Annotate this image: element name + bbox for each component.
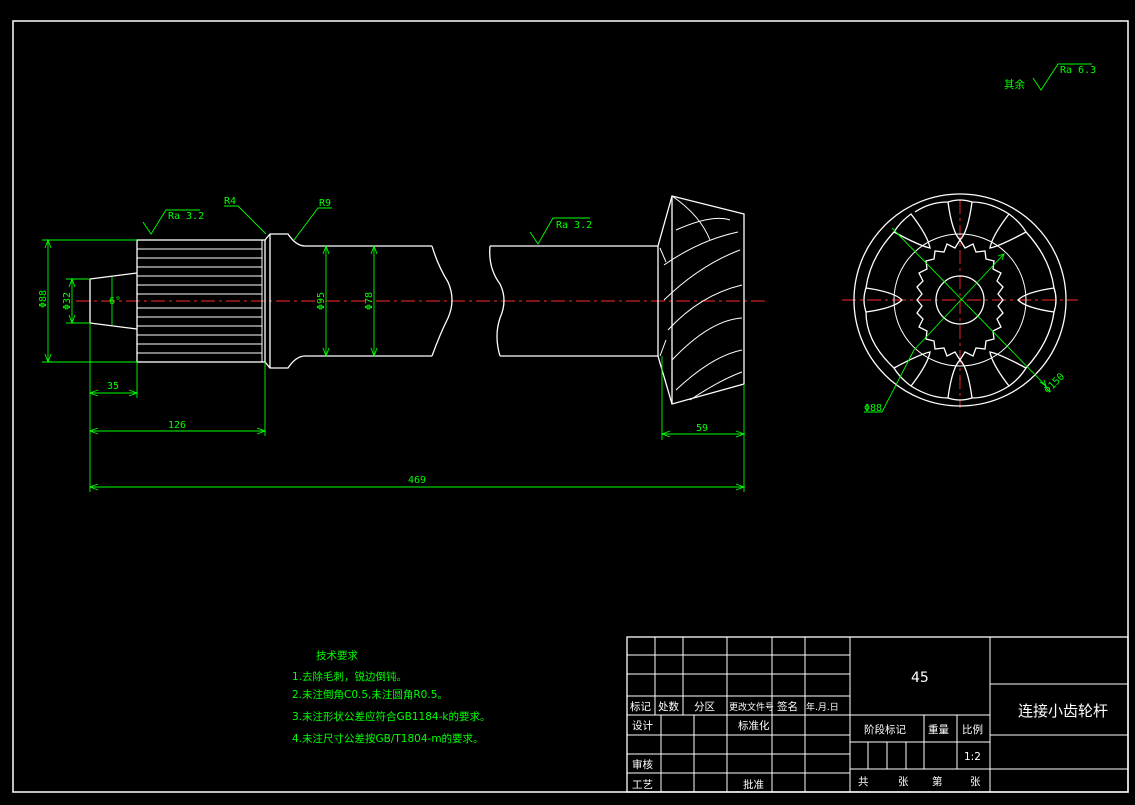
tech-req-item: 1.去除毛刺，锐边倒钝。 bbox=[292, 670, 407, 683]
total-sheets-label: 共 bbox=[858, 776, 869, 788]
shaft-side-view: Ra 3.2 Ra 3.2 R4 R9 Φ88 Φ32 bbox=[38, 195, 765, 492]
check-label: 审核 bbox=[632, 758, 653, 771]
dim-end-diameter: Φ32 bbox=[62, 277, 90, 325]
rev-header: 分区 bbox=[694, 701, 715, 713]
svg-text:Φ88: Φ88 bbox=[38, 290, 49, 308]
dim-bore-diameter: Φ88 bbox=[864, 253, 1005, 414]
tech-req-item: 3.未注形状公差应符合GB1184-k的要求。 bbox=[292, 710, 490, 723]
svg-text:35: 35 bbox=[107, 381, 119, 392]
sheet-unit: 张 bbox=[970, 776, 981, 788]
svg-text:6°: 6° bbox=[109, 296, 121, 307]
stage-mark-label: 阶段标记 bbox=[864, 723, 906, 736]
svg-text:Φ32: Φ32 bbox=[62, 292, 73, 310]
svg-text:469: 469 bbox=[408, 475, 426, 486]
tech-req-title: 技术要求 bbox=[316, 649, 358, 662]
design-label: 设计 bbox=[632, 719, 653, 732]
svg-text:Φ78: Φ78 bbox=[364, 292, 375, 310]
sheets-unit: 张 bbox=[898, 776, 909, 788]
rev-header: 更改文件号 bbox=[729, 701, 774, 713]
spline-roughness-symbol: Ra 3.2 bbox=[142, 209, 204, 235]
radius-r9: R9 bbox=[293, 198, 332, 241]
general-roughness-value: Ra 6.3 bbox=[1060, 65, 1096, 76]
dim-neck-diameter: Φ95 bbox=[316, 244, 330, 358]
svg-text:Φ150: Φ150 bbox=[1042, 371, 1067, 396]
dim-end-length: 35 bbox=[88, 323, 139, 492]
svg-text:R4: R4 bbox=[224, 196, 236, 207]
title-block: 45 连接小齿轮杆 标记 处数 分区 更改文件号 签名 年.月.日 设计 标准化… bbox=[626, 636, 1129, 793]
approve-label: 批准 bbox=[743, 778, 764, 791]
material-value: 45 bbox=[911, 670, 929, 686]
gear-end-view: Φ88 Φ150 bbox=[842, 193, 1078, 414]
tech-req-item: 2.未注倒角C0.5,未注圆角R0.5。 bbox=[292, 688, 448, 701]
tech-req-item: 4.未注尺寸公差按GB/T1804-m的要求。 bbox=[292, 732, 484, 745]
weight-label: 重量 bbox=[928, 723, 949, 736]
general-roughness-symbol: 其余 Ra 6.3 bbox=[1004, 63, 1096, 91]
scale-label: 比例 bbox=[962, 723, 983, 736]
dim-taper-angle: 6° bbox=[109, 277, 121, 325]
standardize-label: 标准化 bbox=[738, 719, 770, 732]
dim-spline-length: 126 bbox=[88, 362, 267, 436]
process-label: 工艺 bbox=[632, 779, 653, 791]
spline-teeth bbox=[137, 240, 263, 362]
gear-teeth-outline bbox=[863, 199, 1057, 401]
internal-spline bbox=[916, 238, 1004, 362]
rev-header: 年.月.日 bbox=[806, 701, 839, 713]
general-roughness-prefix: 其余 bbox=[1004, 78, 1026, 91]
svg-text:R9: R9 bbox=[319, 198, 331, 209]
rev-header: 处数 bbox=[658, 700, 679, 713]
shaft-roughness-symbol: Ra 3.2 bbox=[529, 217, 592, 245]
dim-shaft-diameter: Φ78 bbox=[364, 244, 378, 358]
sheet-number-label: 第 bbox=[932, 775, 943, 788]
dim-spline-diameter: Φ88 bbox=[38, 238, 137, 364]
radius-r4: R4 bbox=[224, 196, 267, 235]
shaft-roughness-value: Ra 3.2 bbox=[556, 220, 592, 231]
drawing-border bbox=[12, 20, 1129, 793]
svg-text:Φ95: Φ95 bbox=[316, 292, 327, 310]
technical-requirements: 技术要求 1.去除毛刺，锐边倒钝。 2.未注倒角C0.5,未注圆角R0.5。 3… bbox=[292, 649, 490, 745]
dim-total-length: 469 bbox=[88, 475, 746, 491]
part-name: 连接小齿轮杆 bbox=[1018, 702, 1108, 720]
scale-value: 1:2 bbox=[964, 751, 981, 763]
spline-roughness-value: Ra 3.2 bbox=[168, 211, 204, 222]
svg-text:Φ88: Φ88 bbox=[864, 403, 882, 414]
bevel-gear-side bbox=[657, 195, 745, 405]
rev-header: 标记 bbox=[630, 701, 651, 713]
svg-text:59: 59 bbox=[696, 423, 708, 434]
svg-text:126: 126 bbox=[168, 420, 186, 431]
dim-gear-length: 59 bbox=[660, 356, 746, 492]
rev-header: 签名 bbox=[777, 700, 798, 713]
